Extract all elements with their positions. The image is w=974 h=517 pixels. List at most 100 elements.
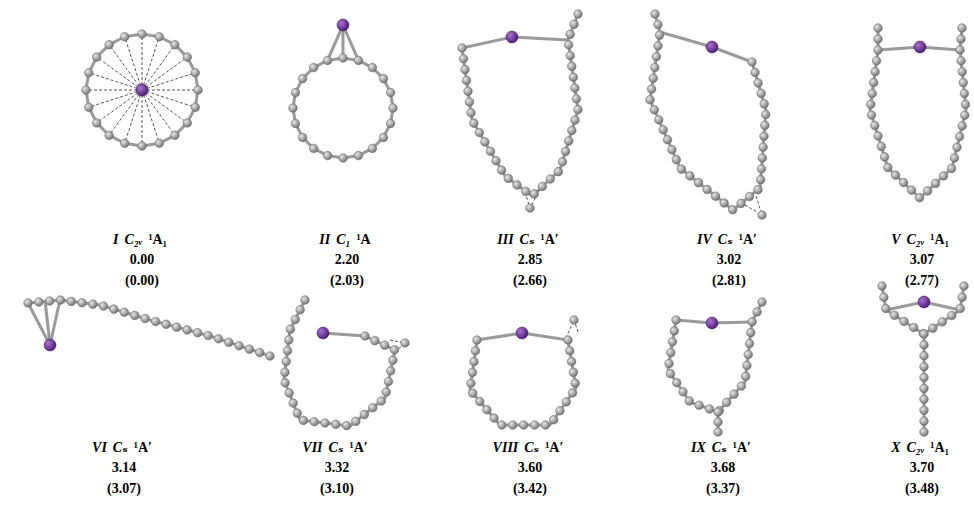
relative-energy: 3.68 [711, 458, 736, 478]
carbon-atom [130, 311, 139, 320]
structure-label: IXCₛ¹A′ [691, 438, 751, 458]
carbon-atom [567, 357, 576, 366]
carbon-atom [468, 389, 477, 398]
structure-label: VC₂ᵥ¹A₁ [891, 230, 949, 250]
carbon-atom [650, 63, 659, 72]
carbon-atom [354, 151, 363, 160]
carbon-atom [568, 126, 577, 135]
structure-number: VI [92, 438, 107, 458]
carbon-atom [878, 282, 887, 291]
metal-atom [317, 327, 329, 339]
carbon-atom [566, 30, 575, 39]
carbon-atom [741, 372, 750, 381]
bond [50, 300, 60, 345]
carbon-atom [867, 111, 876, 120]
carbon-atom [745, 192, 754, 201]
structure-label: IIICₛ¹A′ [497, 230, 558, 250]
carbon-atom [958, 67, 967, 76]
carbon-atom [960, 282, 969, 291]
carbon-atom [471, 347, 480, 356]
carbon-atom [761, 110, 770, 119]
electronic-state: ¹A₁ [930, 438, 949, 458]
carbon-atom [321, 419, 330, 428]
carbon-atom [141, 314, 150, 323]
carbon-atom [655, 31, 664, 40]
carbon-atom [296, 305, 305, 314]
bond [142, 90, 187, 123]
carbon-atom [255, 348, 264, 357]
relative-energy-corrected: (2.03) [330, 271, 364, 291]
carbon-atom [289, 399, 298, 408]
carbon-atom [920, 384, 929, 393]
structure-number: I [113, 230, 118, 250]
electronic-state: ¹A [356, 230, 370, 250]
carbon-atom [866, 100, 875, 109]
point-group: Cₛ [113, 438, 128, 458]
structure-label: IVCₛ¹A′ [697, 230, 757, 250]
carbon-atom [743, 361, 752, 370]
carbon-atom [214, 335, 223, 344]
bond [86, 90, 142, 91]
carbon-atom [566, 51, 575, 60]
carbon-atom [650, 105, 659, 114]
carbon-atom [380, 341, 389, 350]
carbon-atom [289, 104, 298, 113]
carbon-atom [299, 416, 308, 425]
carbon-atom [679, 388, 688, 397]
carbon-atom [538, 182, 547, 191]
point-group: Cₛ [520, 230, 535, 250]
metal-atom [516, 327, 528, 339]
carbon-atom [900, 317, 909, 326]
carbon-atom [874, 46, 883, 55]
bond [462, 37, 512, 48]
carbon-atom [920, 351, 929, 360]
carbon-atom [923, 187, 932, 196]
bond [522, 333, 568, 340]
carbon-atom [651, 10, 660, 19]
carbon-atom [556, 406, 565, 415]
carbon-atom [389, 104, 398, 113]
relative-energy: 3.07 [910, 250, 935, 270]
relative-energy-corrected: (2.77) [905, 271, 939, 291]
structure-label: VICₛ¹A′ [92, 438, 152, 458]
carbon-atom [191, 103, 200, 112]
carbon-atom [291, 88, 300, 97]
carbon-atom [953, 143, 962, 152]
carbon-atom [955, 132, 964, 141]
carbon-atom [666, 369, 675, 378]
structure-number: VIII [493, 438, 519, 458]
carbon-atom [663, 135, 672, 144]
carbon-atom [920, 417, 929, 426]
carbon-atom [171, 40, 180, 49]
carbon-atom [235, 341, 244, 350]
carbon-atom [758, 211, 767, 220]
carbon-atom [285, 389, 294, 398]
metal-atom [506, 31, 518, 43]
carbon-atom [907, 186, 916, 195]
carbon-atom [874, 24, 883, 33]
carbon-atom [339, 154, 348, 163]
carbon-atom [379, 133, 388, 142]
relative-energy-corrected: (3.42) [513, 479, 547, 499]
carbon-atom [672, 378, 681, 387]
metal-atom [706, 41, 718, 53]
relative-energy-corrected: (3.37) [706, 479, 740, 499]
carbon-atom [459, 54, 468, 63]
relative-energy-corrected: (2.81) [712, 271, 746, 291]
carbon-atom [672, 155, 681, 164]
carbon-atom [714, 428, 723, 437]
carbon-atom [958, 24, 967, 33]
carbon-atom [947, 164, 956, 173]
carbon-atom [351, 417, 360, 426]
carbon-atom [530, 190, 539, 199]
carbon-atom [371, 336, 380, 345]
carbon-atom [386, 119, 395, 128]
carbon-atom [909, 323, 918, 332]
carbon-atom [959, 78, 968, 87]
carbon-atom [646, 95, 655, 104]
carbon-atom [368, 403, 377, 412]
electronic-state: ¹A′ [545, 438, 563, 458]
carbon-atom [138, 30, 147, 39]
carbon-atom [759, 143, 768, 152]
carbon-atom [871, 67, 880, 76]
